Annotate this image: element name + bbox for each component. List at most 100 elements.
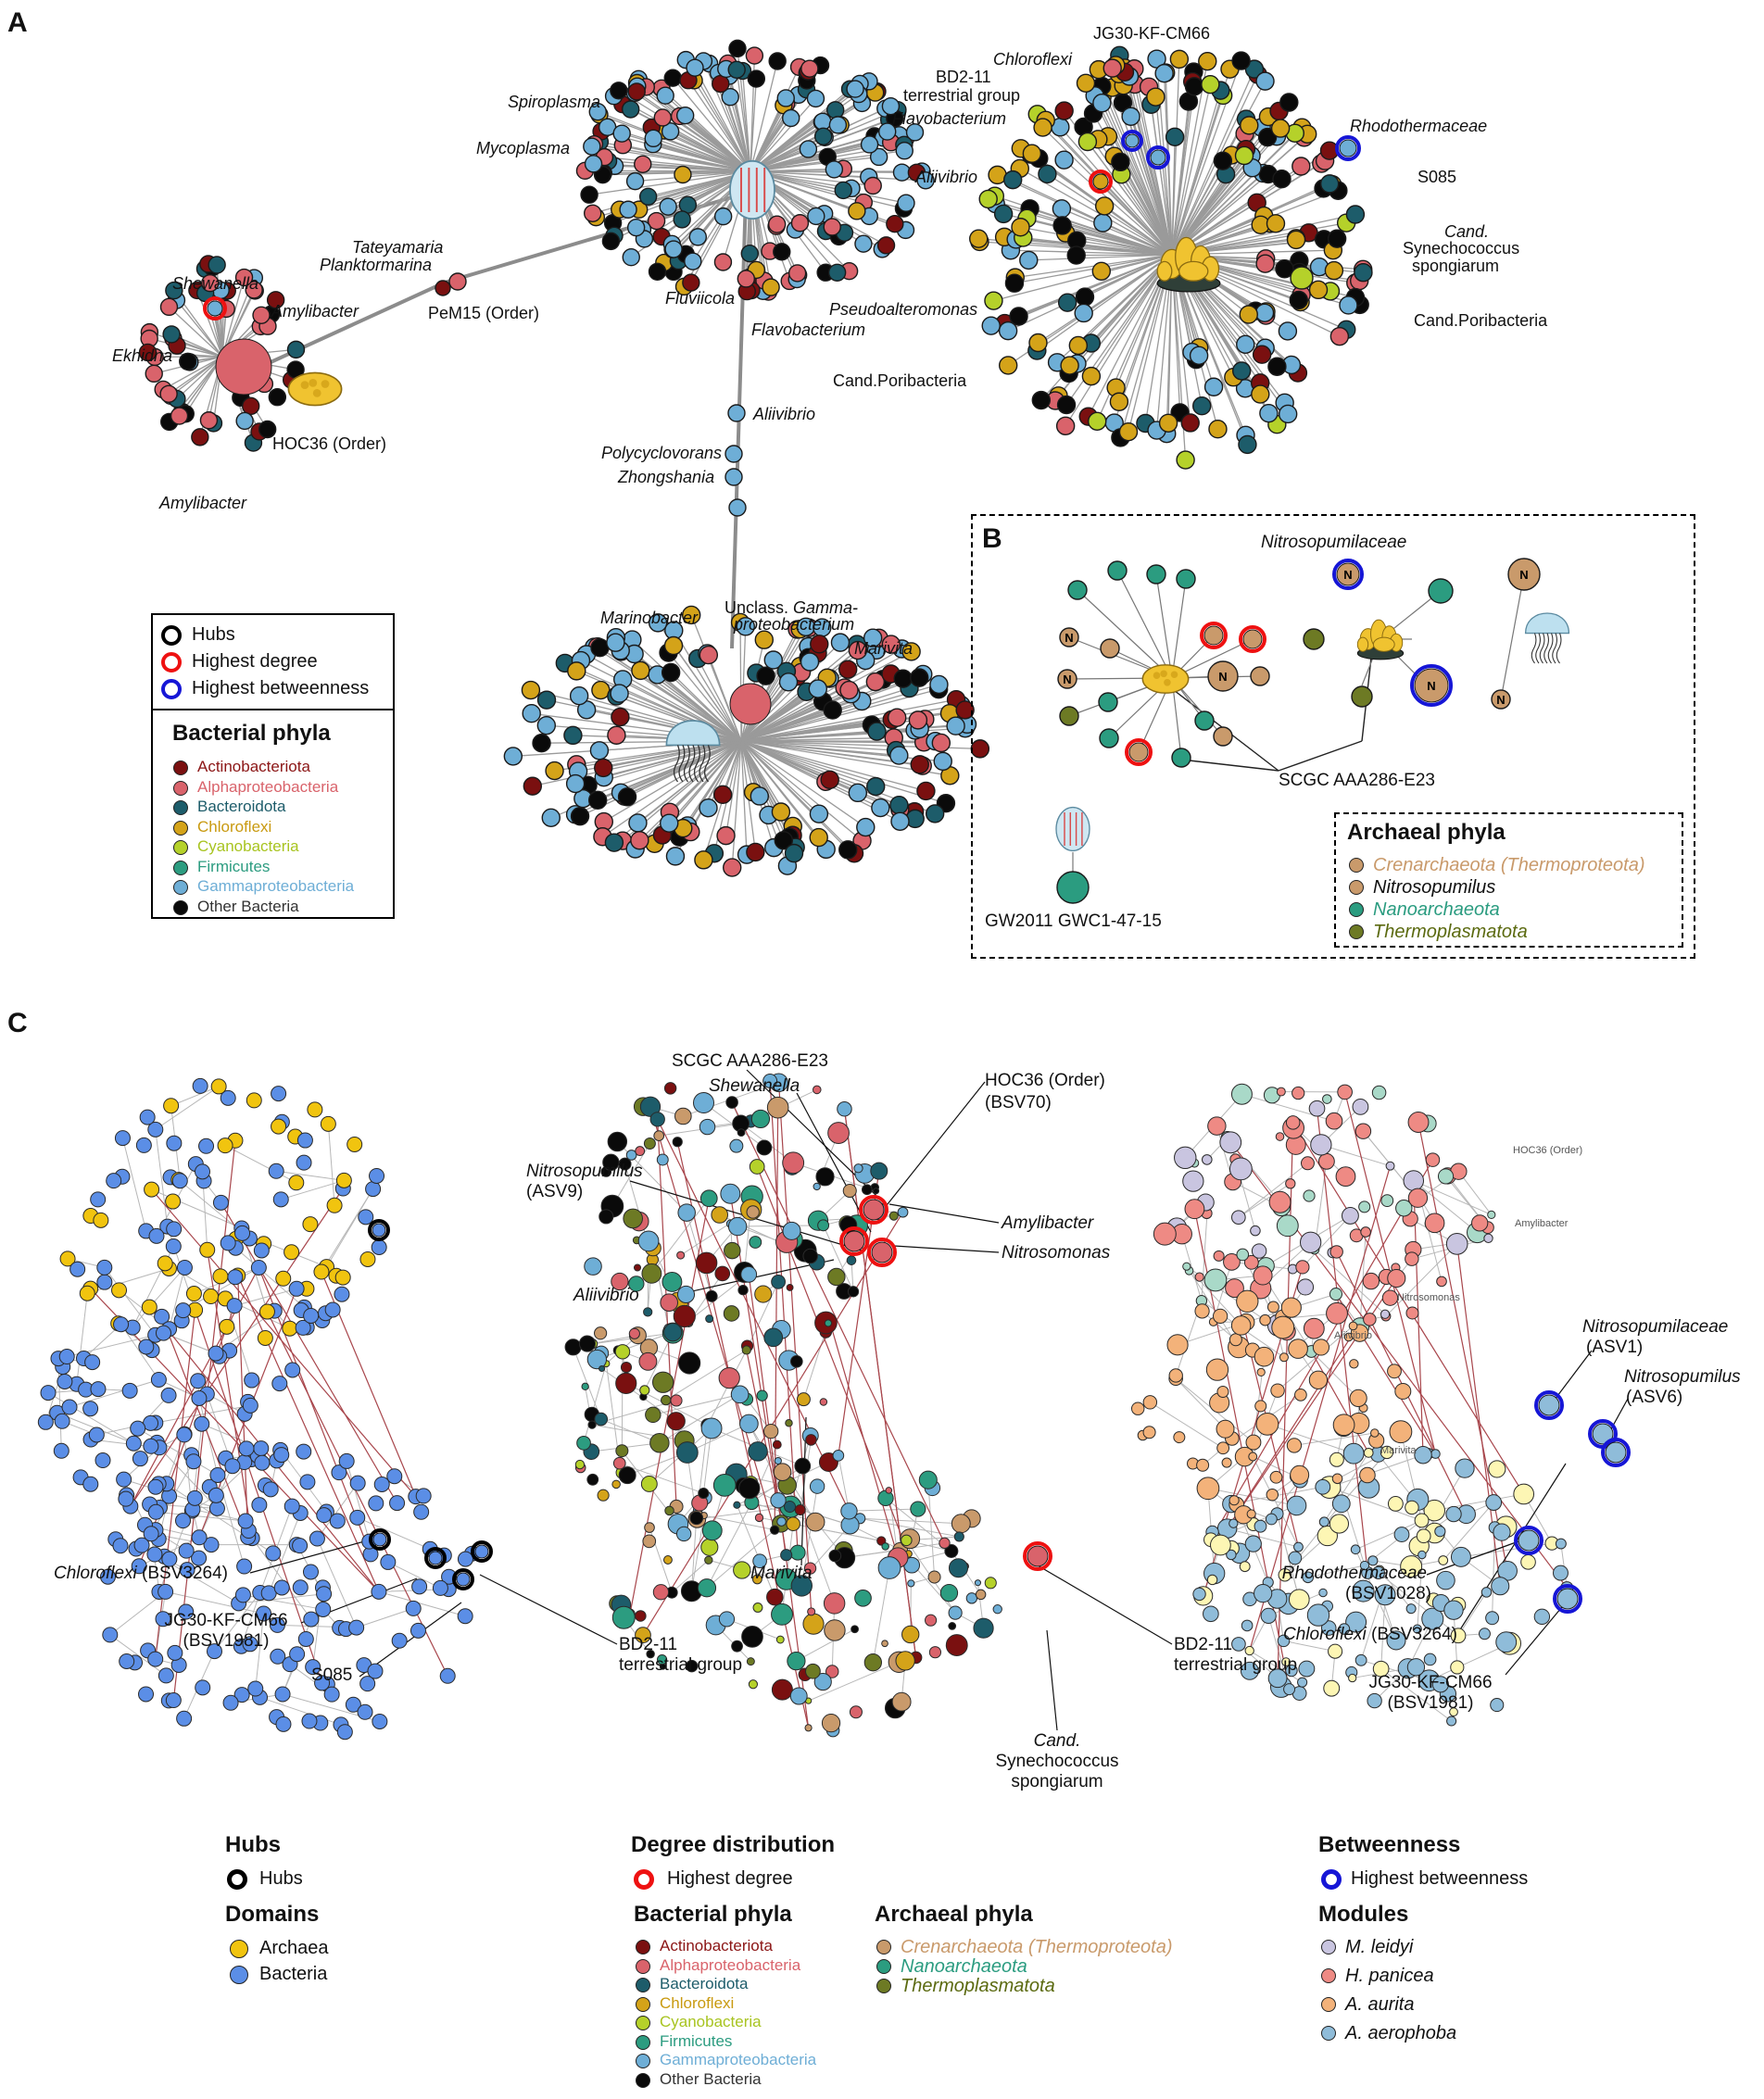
c-node [813, 1672, 832, 1691]
star-node [1011, 218, 1030, 237]
c-node [645, 1406, 662, 1424]
c-node [598, 1364, 606, 1373]
star-node [606, 633, 625, 652]
star-edge [1171, 90, 1221, 256]
star-edge [740, 740, 748, 855]
star-node [634, 155, 652, 173]
c-edge [652, 1393, 740, 1415]
big-node [1290, 266, 1314, 290]
star-edge [603, 740, 742, 823]
star-edge [740, 740, 866, 828]
c-node [131, 1558, 147, 1575]
c-edge [169, 1267, 185, 1329]
star-edge [694, 67, 751, 172]
c-node [106, 1173, 122, 1189]
c-node [275, 1270, 292, 1287]
c-node [132, 1451, 148, 1467]
c-node [762, 1073, 778, 1088]
c-node [676, 1285, 696, 1304]
c-node [763, 1327, 784, 1348]
c-node [212, 1194, 229, 1211]
c-edge [1307, 1565, 1366, 1578]
star-node [1176, 450, 1195, 470]
star-node [740, 244, 759, 263]
c-node [607, 1131, 628, 1152]
c-edge [736, 1504, 775, 1598]
c-node [296, 1443, 312, 1460]
c-node [752, 1603, 763, 1613]
star-node [728, 39, 747, 58]
c-edge [1457, 1171, 1493, 1215]
c-edge [224, 1145, 297, 1184]
star-node [286, 340, 306, 359]
jelly-bell [665, 720, 721, 747]
c-node [870, 1162, 888, 1180]
c-node [827, 1122, 850, 1144]
c-node [167, 1644, 183, 1661]
highlight-ring [1239, 625, 1266, 653]
c-node [148, 1227, 165, 1244]
node [1242, 629, 1263, 649]
c-node [714, 1265, 731, 1282]
highlight-ring [369, 1528, 391, 1551]
star-node [790, 214, 810, 233]
chain-node [448, 272, 467, 291]
star-node [998, 356, 1018, 375]
c-node [1297, 1677, 1308, 1688]
c-node [837, 1100, 852, 1117]
highlight-ring [1553, 1584, 1582, 1614]
c-node [1248, 1452, 1258, 1462]
highlight-ring [471, 1540, 493, 1563]
c-node [863, 1653, 883, 1672]
c-node [222, 1694, 239, 1711]
c-node [594, 1412, 609, 1427]
c-node [258, 1303, 275, 1320]
c-node [611, 1479, 621, 1489]
star-node [1208, 420, 1228, 439]
c-node [673, 1304, 696, 1327]
c-node [780, 1549, 793, 1562]
b-edge [1278, 740, 1363, 772]
star-edge [740, 740, 900, 757]
c-node [611, 1605, 636, 1629]
star-node [867, 722, 887, 741]
star-node [1244, 59, 1265, 79]
highlight-ring [1200, 622, 1228, 649]
c-node [611, 1272, 629, 1291]
c-edge [155, 1129, 169, 1227]
c-node [118, 1490, 134, 1507]
c-node [805, 1512, 825, 1532]
c-edge [1293, 1432, 1375, 1446]
c-node [320, 1115, 336, 1132]
c-node [1479, 1628, 1491, 1640]
node [1203, 625, 1224, 646]
c-node [175, 1302, 192, 1319]
jelly-tentacle [1556, 633, 1562, 664]
sponge-lobe [1178, 260, 1209, 282]
c-node [652, 1584, 670, 1601]
c-edge [849, 1508, 918, 1512]
c-node [1260, 1607, 1277, 1625]
c-node [639, 1096, 662, 1117]
c-node [1142, 1395, 1158, 1410]
c-node [295, 1319, 311, 1336]
star-node [830, 633, 850, 652]
star-node [878, 122, 897, 141]
c-node [198, 1137, 215, 1154]
c-edge [1380, 1594, 1386, 1669]
c-edge [1354, 1520, 1422, 1551]
c-node [242, 1397, 258, 1414]
star-node [622, 247, 640, 267]
star-node [631, 660, 650, 681]
c-node [40, 1385, 57, 1401]
c-node [1213, 1250, 1225, 1262]
c-node [130, 1420, 146, 1437]
c-node [1423, 1653, 1437, 1666]
c-node [1520, 1554, 1536, 1570]
star-edge [993, 254, 1173, 302]
c-node [888, 1211, 899, 1221]
star-edge [587, 740, 742, 786]
c-edge [163, 1332, 217, 1354]
c-node [1394, 1382, 1412, 1400]
star-edge [1077, 254, 1173, 346]
